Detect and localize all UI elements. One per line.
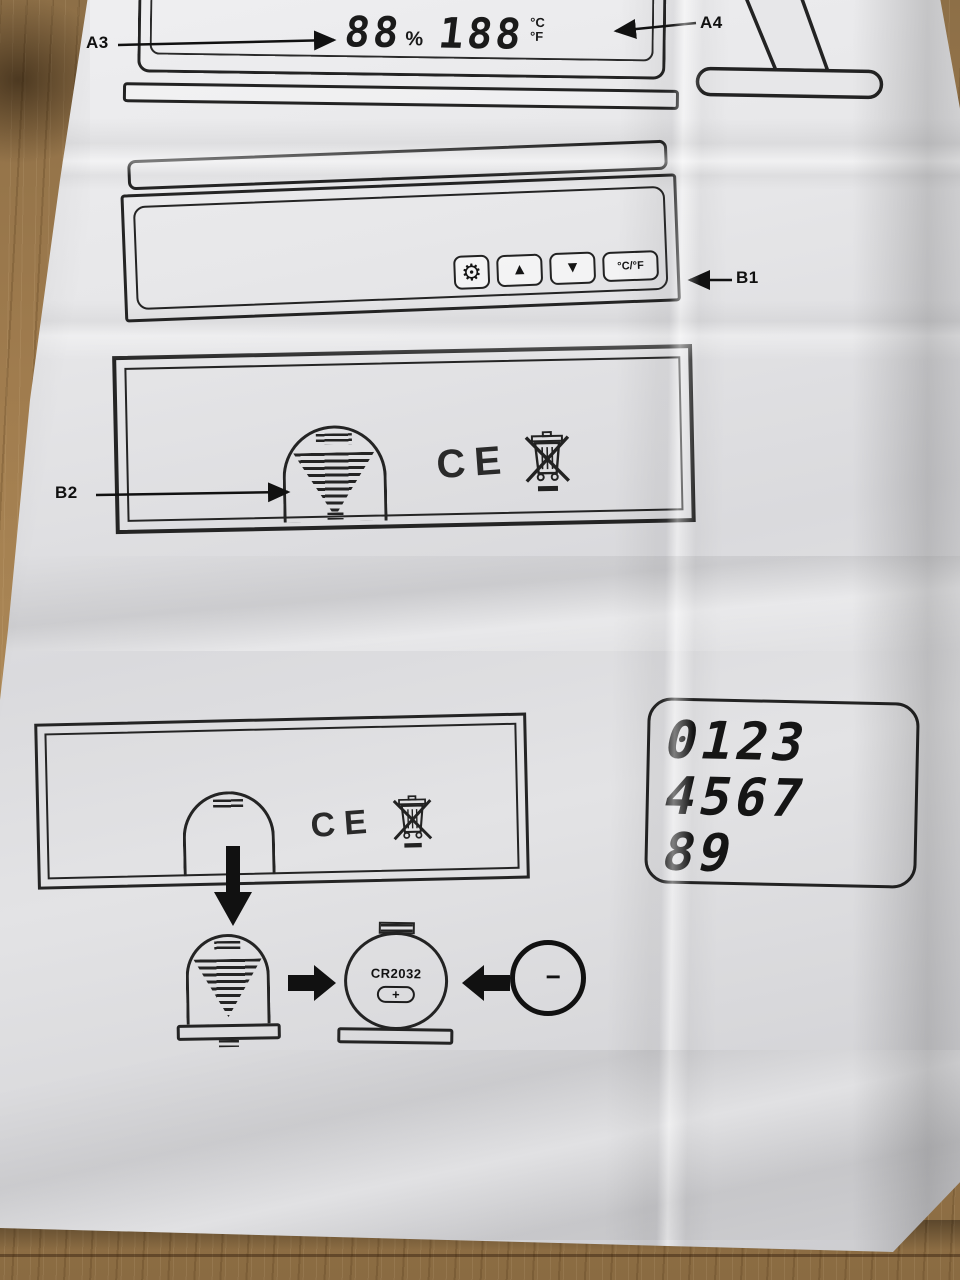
settings-button: ⚙ [453,254,491,290]
fahrenheit-label: °F [529,28,544,44]
plus-sign: + [391,986,400,1003]
battery-in-holder-diagram: CR2032 + [335,921,461,1053]
temperature-value: 188 [436,8,528,59]
label-a4: A4 [700,13,723,32]
paper-crease [0,1050,960,1240]
battery-triangle-icon [193,958,262,1017]
digit-row: 4567 [657,766,814,830]
back-panel-inner [44,722,520,880]
battery-plus-terminal: + [376,985,416,1004]
battery-holder-base [337,1027,454,1045]
label-b2: B2 [55,483,78,502]
battery-model-label: CR2032 [370,965,422,982]
wood-plank-line [0,1254,960,1257]
device-back-recess [132,185,669,311]
back-panel-open-diagram: CE [28,700,544,900]
battery-holder-foot [218,1039,240,1048]
battery-holder-base [176,1023,281,1041]
humidity-value: 88 [341,7,405,57]
up-arrow-icon: ▲ [511,261,528,279]
back-panel-inner [124,356,684,522]
weee-bin-icon [392,795,433,848]
battery-triangle-icon [293,452,375,518]
digit-row: 0123 [659,710,815,774]
battery-compartment-notch [327,512,344,520]
temperature-units: °C °F [529,15,545,44]
battery-latch [212,798,244,809]
up-button: ▲ [496,253,544,288]
device-back-buttons-diagram: ⚙ ▲ ▼ °C/°F [113,129,684,331]
step-right-arrow-icon [288,965,336,1001]
lcd-display: 88 % 188 °C °F [341,7,545,59]
coin-cell-diagram: − [510,940,586,1016]
percent-sign: % [405,28,424,51]
ce-mark: CE [309,802,378,846]
device-front-base [122,82,680,110]
paper-shading [852,0,960,1252]
label-a3: A3 [86,33,109,52]
battery-holder-diagram [175,925,287,1051]
device-front-diagram: 88 % 188 °C °F [117,0,685,118]
battery-holder-arch [185,933,271,1025]
paper-crease [0,556,960,651]
unit-toggle-label: °C/°F [617,259,645,273]
device-stand-diagram [695,0,884,100]
down-arrow-icon: ▼ [564,259,581,277]
minus-sign: − [545,961,561,992]
weee-bin-icon [524,430,571,492]
down-button: ▼ [549,251,597,286]
label-b1: B1 [736,268,759,287]
ce-mark: CE [434,438,512,488]
gear-icon: ⚙ [460,258,483,286]
remove-door-down-arrow-icon [214,846,252,926]
battery-latch [315,433,353,445]
digit-row: 89 [656,822,742,884]
digit-font-sample: 0123 4567 89 [644,697,920,889]
step-left-arrow-icon [462,965,510,1001]
back-panel-diagram: CE [104,336,712,551]
unit-toggle-button: °C/°F [602,250,660,283]
battery-latch [214,940,241,951]
